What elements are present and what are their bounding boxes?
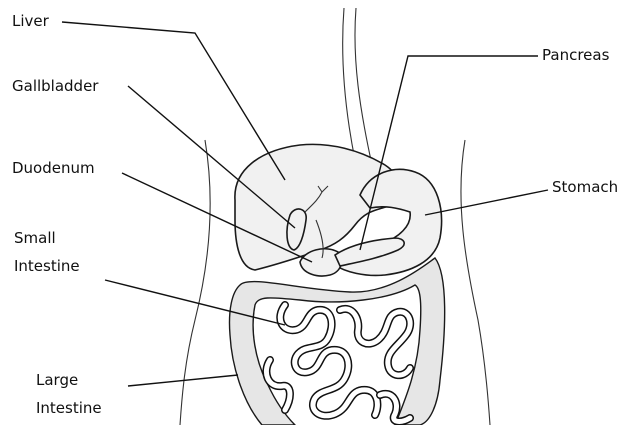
esophagus-right (355, 8, 372, 165)
label-stomach: Stomach (552, 177, 618, 198)
label-large-intestine-line2: Intestine (36, 398, 102, 419)
small-intestine (266, 305, 410, 421)
label-liver: Liver (12, 11, 49, 32)
large-intestine (229, 258, 444, 425)
leader-large-intestine (128, 375, 238, 386)
leader-liver (62, 22, 285, 180)
body-outline-left (180, 140, 210, 425)
leader-pancreas (360, 56, 538, 250)
body-outline-right (461, 140, 490, 425)
leader-stomach (425, 190, 548, 215)
esophagus-left (343, 8, 355, 160)
label-large-intestine-line1: Large (36, 370, 78, 391)
label-small-intestine-line1: Small (14, 228, 56, 249)
label-duodenum: Duodenum (12, 158, 95, 179)
label-pancreas: Pancreas (542, 45, 609, 66)
label-gallbladder: Gallbladder (12, 76, 98, 97)
label-small-intestine-line2: Intestine (14, 256, 80, 277)
